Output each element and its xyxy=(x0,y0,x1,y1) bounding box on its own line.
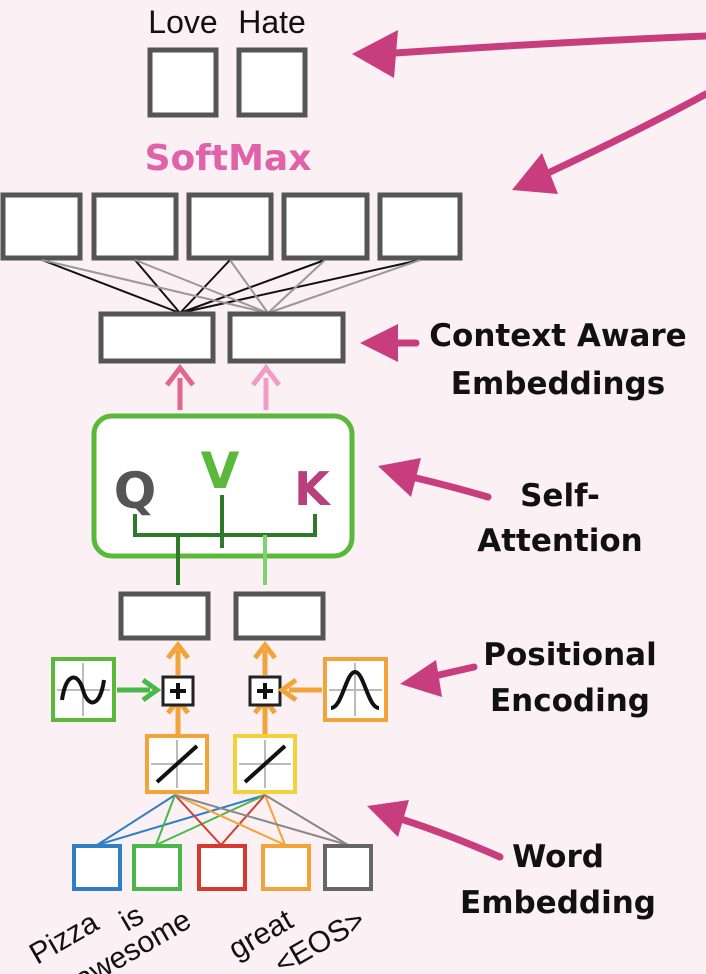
pointer-arrow-self-attention xyxy=(378,458,492,501)
output-label-love: Love xyxy=(148,4,217,40)
context-embedding-box-1 xyxy=(98,311,216,364)
fc-box-3 xyxy=(186,192,274,261)
word-embedding-label-line2: Embedding xyxy=(460,885,656,921)
positional-label-line1: Positional xyxy=(483,637,656,673)
positional-label-line2: Encoding xyxy=(490,683,650,719)
word-embedding-label-line1: Word xyxy=(512,839,604,875)
linear-node-1 xyxy=(145,734,209,794)
orange-arrow xyxy=(277,677,322,703)
softmax-label: SoftMax xyxy=(145,138,312,179)
sine-encoding-icon xyxy=(51,657,116,722)
q-letter: Q xyxy=(114,462,157,520)
self-attention-box xyxy=(91,413,355,559)
self-attention-label-line1: Self- xyxy=(520,478,600,514)
fc-box-2 xyxy=(91,192,179,261)
green-arrow xyxy=(117,677,162,703)
fc-layer xyxy=(0,192,463,261)
pointer-arrow-output xyxy=(352,30,706,78)
attention-output-arrows xyxy=(165,363,281,410)
word-box-awesome xyxy=(197,844,247,891)
pointer-arrow-context xyxy=(360,324,420,362)
context-embedding-box-2 xyxy=(227,311,346,364)
output-label-hate: Hate xyxy=(238,4,306,40)
word-embedding-connections xyxy=(96,794,349,846)
pointer-arrows xyxy=(352,30,706,861)
self-attention-label-line2: Attention xyxy=(477,523,643,559)
context-label-line2: Embeddings xyxy=(451,366,665,402)
k-letter: K xyxy=(294,462,332,516)
pointer-arrow-positional xyxy=(400,660,478,697)
output-box-hate xyxy=(236,47,308,118)
word-box-pizza xyxy=(72,844,122,891)
positional-sum-arrows xyxy=(166,640,277,735)
fc-connections xyxy=(41,259,421,314)
word-box-great xyxy=(261,844,311,891)
v-letter: V xyxy=(201,442,240,500)
word-box-eos xyxy=(323,844,373,891)
fc-box-1 xyxy=(0,192,83,261)
linear-node-2 xyxy=(233,734,297,794)
output-box-love xyxy=(147,47,219,118)
fc-box-5 xyxy=(377,192,463,261)
encoded-box-2 xyxy=(233,591,326,641)
plus-node-2 xyxy=(248,675,282,707)
bell-encoding-icon xyxy=(323,657,388,722)
fc-box-4 xyxy=(281,192,370,261)
qvk-bracket xyxy=(133,495,317,585)
pointer-arrow-softmax xyxy=(512,90,706,194)
pointer-arrow-word-embedding xyxy=(367,800,504,861)
context-label-line1: Context Aware xyxy=(429,318,686,354)
word-box-is xyxy=(132,844,182,891)
encoded-box-1 xyxy=(118,591,211,641)
plus-node-1 xyxy=(161,675,195,707)
